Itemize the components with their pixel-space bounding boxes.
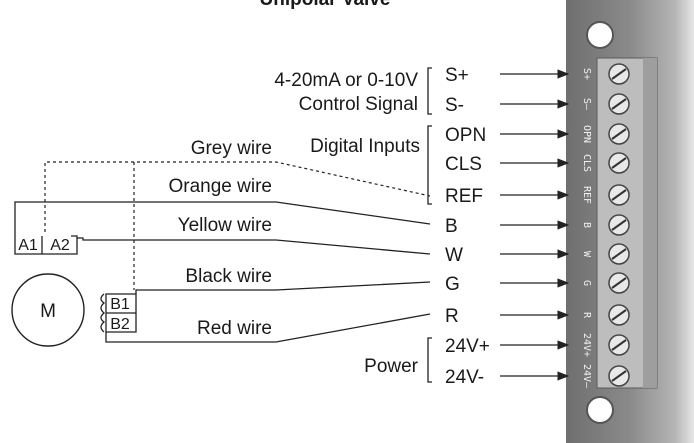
board-silkscreen-label: W [581,251,592,258]
control-signal-label-1: 4-20mA or 0-10V [274,70,418,91]
control-signal-bracket [427,67,432,115]
screw-slot [611,277,627,289]
board-silkscreen-label: S– [581,98,592,111]
power-bracket [427,337,432,383]
motor-symbol [11,273,85,347]
orange-wire-label: Orange wire [169,176,273,197]
board-silkscreen-label: 24V+ [581,333,592,357]
board-silkscreen-label: CLS [581,154,592,172]
screw-slot [611,309,627,321]
board-silkscreen-label: S+ [581,68,592,80]
screw-slot [611,98,627,110]
terminal-label-g: G [445,274,460,295]
terminal-label-opn: OPN [445,125,486,146]
screw-slot [611,219,627,231]
screw-slot [611,370,627,382]
black-wire [135,281,431,294]
yellow-wire-label: Yellow wire [178,215,272,236]
screw-slot [611,68,627,80]
grey-wire-label: Grey wire [191,138,272,159]
motor-label: M [40,301,56,322]
board-silkscreen-label: REF [581,186,592,204]
black-wire-label: Black wire [185,266,272,287]
screw-slot [611,248,627,260]
terminal-label-ref: REF [445,186,483,207]
board-silkscreen-label: 24V– [581,364,592,389]
coil-a1-label: A1 [18,237,38,254]
red-wire [105,313,431,343]
red-wire-label: Red wire [197,318,272,339]
mounting-hole-bottom [586,396,614,424]
screw-slot [611,157,627,169]
digital-inputs-label: Digital Inputs [310,136,420,157]
terminal-label-b: B [445,216,458,237]
screw-slot [611,128,627,140]
board-silkscreen-label: OPN [581,125,592,143]
motor-coil-b: B1 B2 [100,293,137,333]
screw-slot [611,189,627,201]
diagram-title: Unipolar Valve [260,0,391,10]
terminal-label-s-: S- [445,95,464,116]
power-label: Power [364,356,419,377]
coil-b1-label: B1 [110,296,130,313]
board-silkscreen-label: R [581,312,592,319]
mounting-hole-top [586,21,614,49]
controller-board: S+ S– OPN CLS REF B W G R 24V+ 24V– [566,0,694,443]
board-silkscreen-label: G [581,280,592,286]
yellow-wire [77,237,431,255]
terminal-label-24v-: 24V+ [445,336,490,357]
coil-a2-label: A2 [50,237,70,254]
board-silkscreen: S+ S– OPN CLS REF B W G R 24V+ 24V– [581,68,592,389]
board-silkscreen-label: B [581,222,592,228]
motor-coil-a: A1 A2 [14,230,78,255]
terminal-screws [608,63,630,387]
terminal-label-s-: S+ [445,65,469,86]
terminal-label-24v-: 24V- [445,367,484,388]
terminal-label-r: R [445,306,459,327]
terminal-label-w: W [445,245,463,266]
digital-inputs-bracket [427,125,432,205]
terminal-label-cls: CLS [445,154,482,175]
coil-b2-label: B2 [110,316,130,333]
grey-wire [44,161,431,232]
orange-wire [14,201,431,230]
screw-slot [611,339,627,351]
control-signal-label-2: Control Signal [299,94,418,115]
